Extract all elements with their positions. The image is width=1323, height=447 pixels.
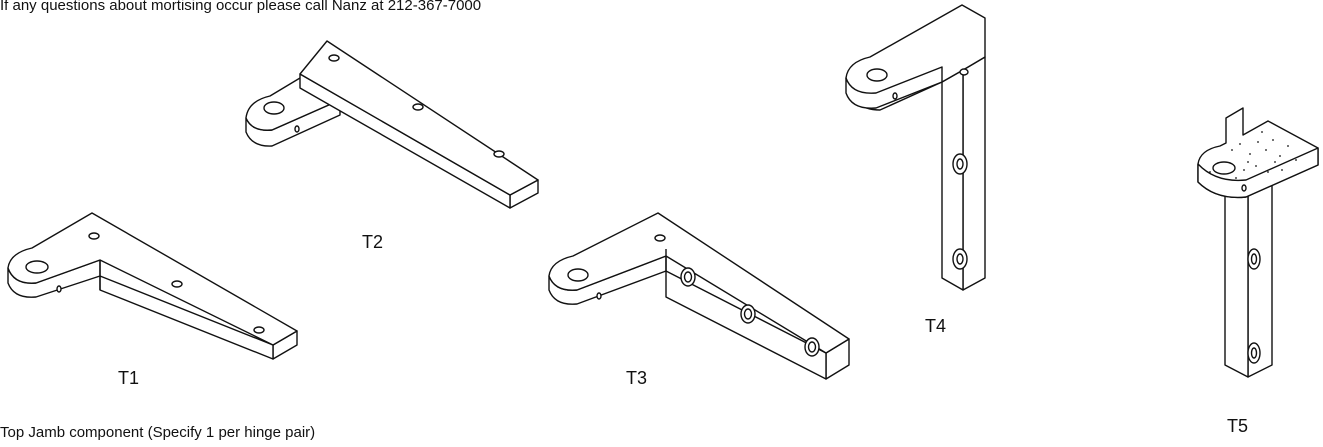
label-t5: T5 (1227, 416, 1249, 436)
label-t3: T3 (626, 368, 648, 388)
footer-caption: Top Jamb component (Specify 1 per hinge … (0, 424, 316, 441)
component-t3-drawing (548, 212, 850, 380)
component-t1-drawing (7, 212, 298, 360)
label-t2: T2 (362, 232, 384, 252)
component-t2-drawing (245, 40, 539, 209)
label-t4: T4 (925, 316, 947, 336)
label-t1: T1 (118, 368, 140, 388)
header-note: If any questions about mortising occur p… (0, 0, 482, 14)
component-t5-drawing (1197, 107, 1319, 378)
component-t4-drawing (845, 4, 986, 291)
